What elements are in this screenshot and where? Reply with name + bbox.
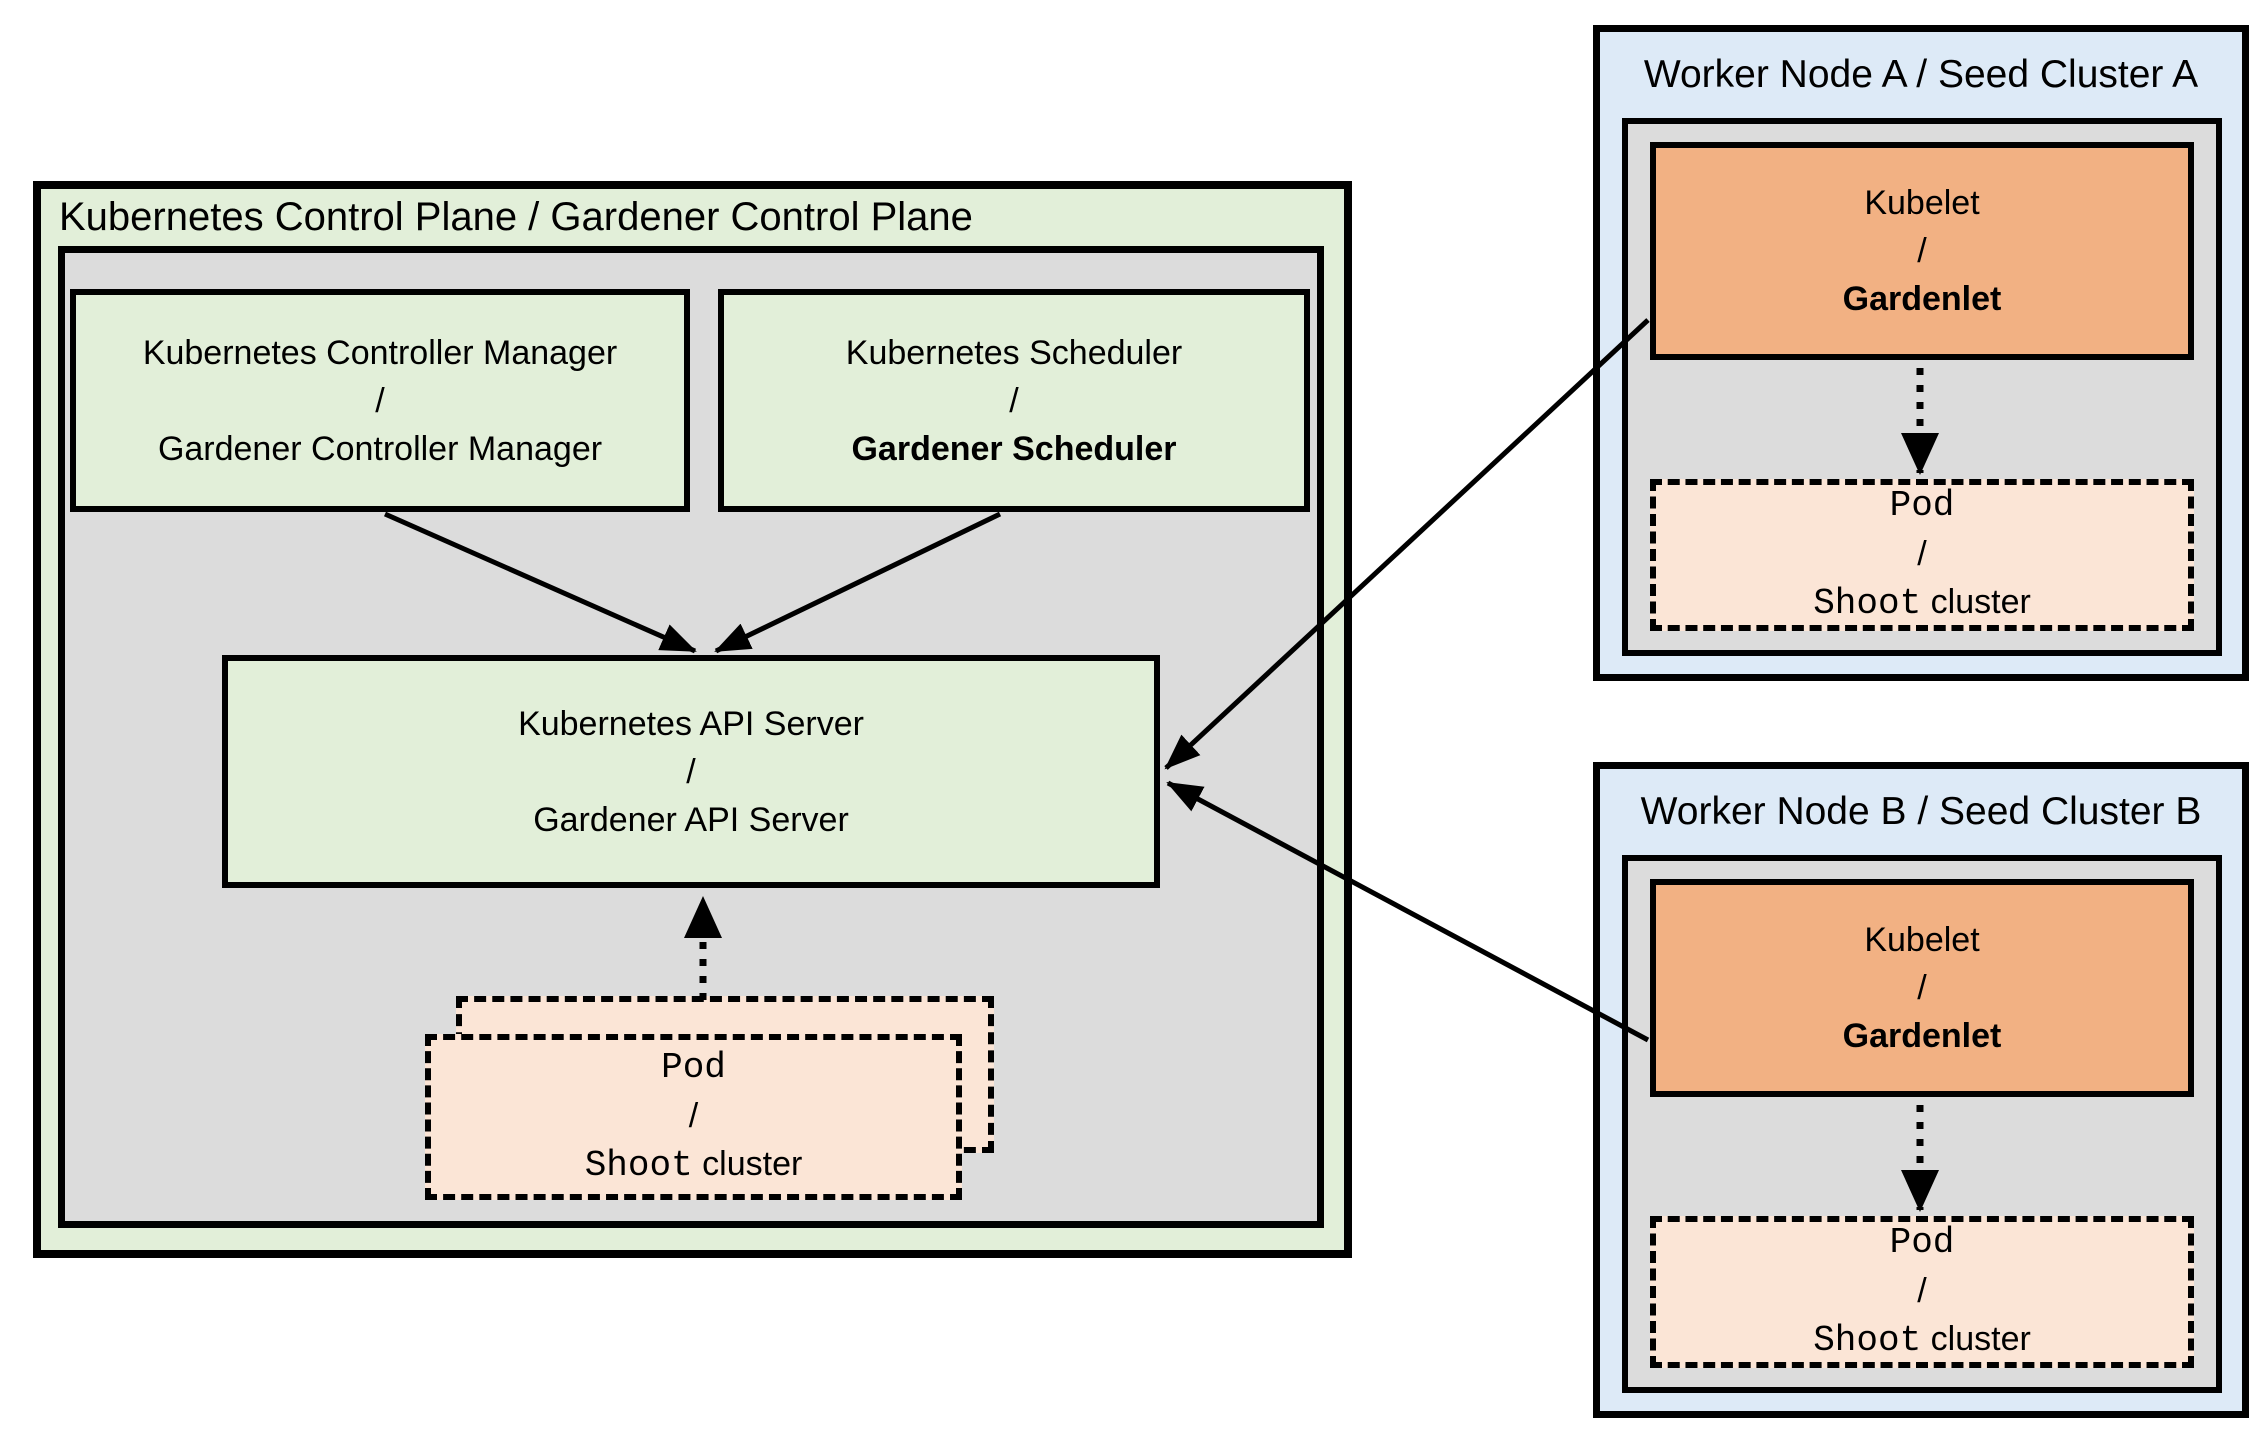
pod-line1: Pod bbox=[661, 1047, 726, 1088]
worker-node-b-title: Worker Node B / Seed Cluster B bbox=[1640, 790, 2202, 833]
shoot-label: Shoot bbox=[584, 1145, 693, 1186]
pod-shoot-cluster-box-b: Pod / Shoot cluster bbox=[1650, 1216, 2194, 1368]
shoot-label: Shoot bbox=[1813, 583, 1922, 624]
gardenlet-line2: Gardenlet bbox=[1842, 1017, 2002, 1055]
separator: / bbox=[1917, 1272, 1927, 1310]
pod-line2: Shoot cluster bbox=[585, 1140, 803, 1190]
controller-manager-line1: Kubernetes Controller Manager bbox=[142, 333, 618, 372]
separator: / bbox=[1917, 232, 1927, 270]
shoot-label: Shoot bbox=[1813, 1320, 1922, 1361]
control-plane-title: Kubernetes Control Plane / Gardener Cont… bbox=[59, 195, 973, 239]
cluster-label: cluster bbox=[1930, 1320, 2031, 1358]
api-server-box: Kubernetes API Server / Gardener API Ser… bbox=[222, 655, 1160, 888]
scheduler-line1: Kubernetes Scheduler bbox=[845, 333, 1183, 372]
controller-manager-box: Kubernetes Controller Manager / Gardener… bbox=[70, 289, 690, 512]
pod-line1: Pod bbox=[1889, 1222, 1955, 1263]
separator: / bbox=[1917, 969, 1927, 1007]
worker-node-b-inner: Kubelet / Gardenlet Pod / Shoot cluster bbox=[1622, 855, 2222, 1393]
kubelet-line1: Kubelet bbox=[1864, 184, 1980, 222]
kubelet-gardenlet-box-a: Kubelet / Gardenlet bbox=[1650, 142, 2194, 360]
scheduler-line2: Gardener Scheduler bbox=[851, 429, 1177, 468]
separator: / bbox=[375, 381, 385, 420]
separator: / bbox=[688, 1097, 699, 1135]
control-plane-inner: Kubernetes Controller Manager / Gardener… bbox=[58, 246, 1324, 1228]
worker-node-b-box: Worker Node B / Seed Cluster B Kubelet /… bbox=[1593, 762, 2249, 1418]
gardenlet-line2: Gardenlet bbox=[1842, 280, 2002, 318]
kubelet-gardenlet-box-b: Kubelet / Gardenlet bbox=[1650, 879, 2194, 1097]
cluster-label: cluster bbox=[702, 1145, 803, 1183]
pod-line1: Pod bbox=[1889, 485, 1955, 526]
separator: / bbox=[1917, 535, 1927, 573]
api-server-line2: Gardener API Server bbox=[533, 800, 849, 839]
pod-shoot-cluster-box: Pod / Shoot cluster bbox=[425, 1034, 962, 1200]
kubelet-line1: Kubelet bbox=[1864, 921, 1980, 959]
worker-node-a-inner: Kubelet / Gardenlet Pod / Shoot cluster bbox=[1622, 118, 2222, 656]
worker-node-a-title: Worker Node A / Seed Cluster A bbox=[1643, 53, 2199, 96]
pod-line2: Shoot cluster bbox=[1813, 578, 2031, 628]
scheduler-box: Kubernetes Scheduler / Gardener Schedule… bbox=[718, 289, 1310, 512]
cluster-label: cluster bbox=[1930, 583, 2031, 621]
worker-node-a-box: Worker Node A / Seed Cluster A Kubelet /… bbox=[1593, 25, 2249, 681]
api-server-line1: Kubernetes API Server bbox=[518, 704, 864, 743]
separator: / bbox=[1009, 381, 1019, 420]
control-plane-box: Kubernetes Control Plane / Gardener Cont… bbox=[33, 181, 1352, 1258]
pod-shoot-cluster-box-a: Pod / Shoot cluster bbox=[1650, 479, 2194, 631]
controller-manager-line2: Gardener Controller Manager bbox=[157, 429, 603, 468]
pod-line2: Shoot cluster bbox=[1813, 1315, 2031, 1365]
separator: / bbox=[686, 752, 696, 791]
